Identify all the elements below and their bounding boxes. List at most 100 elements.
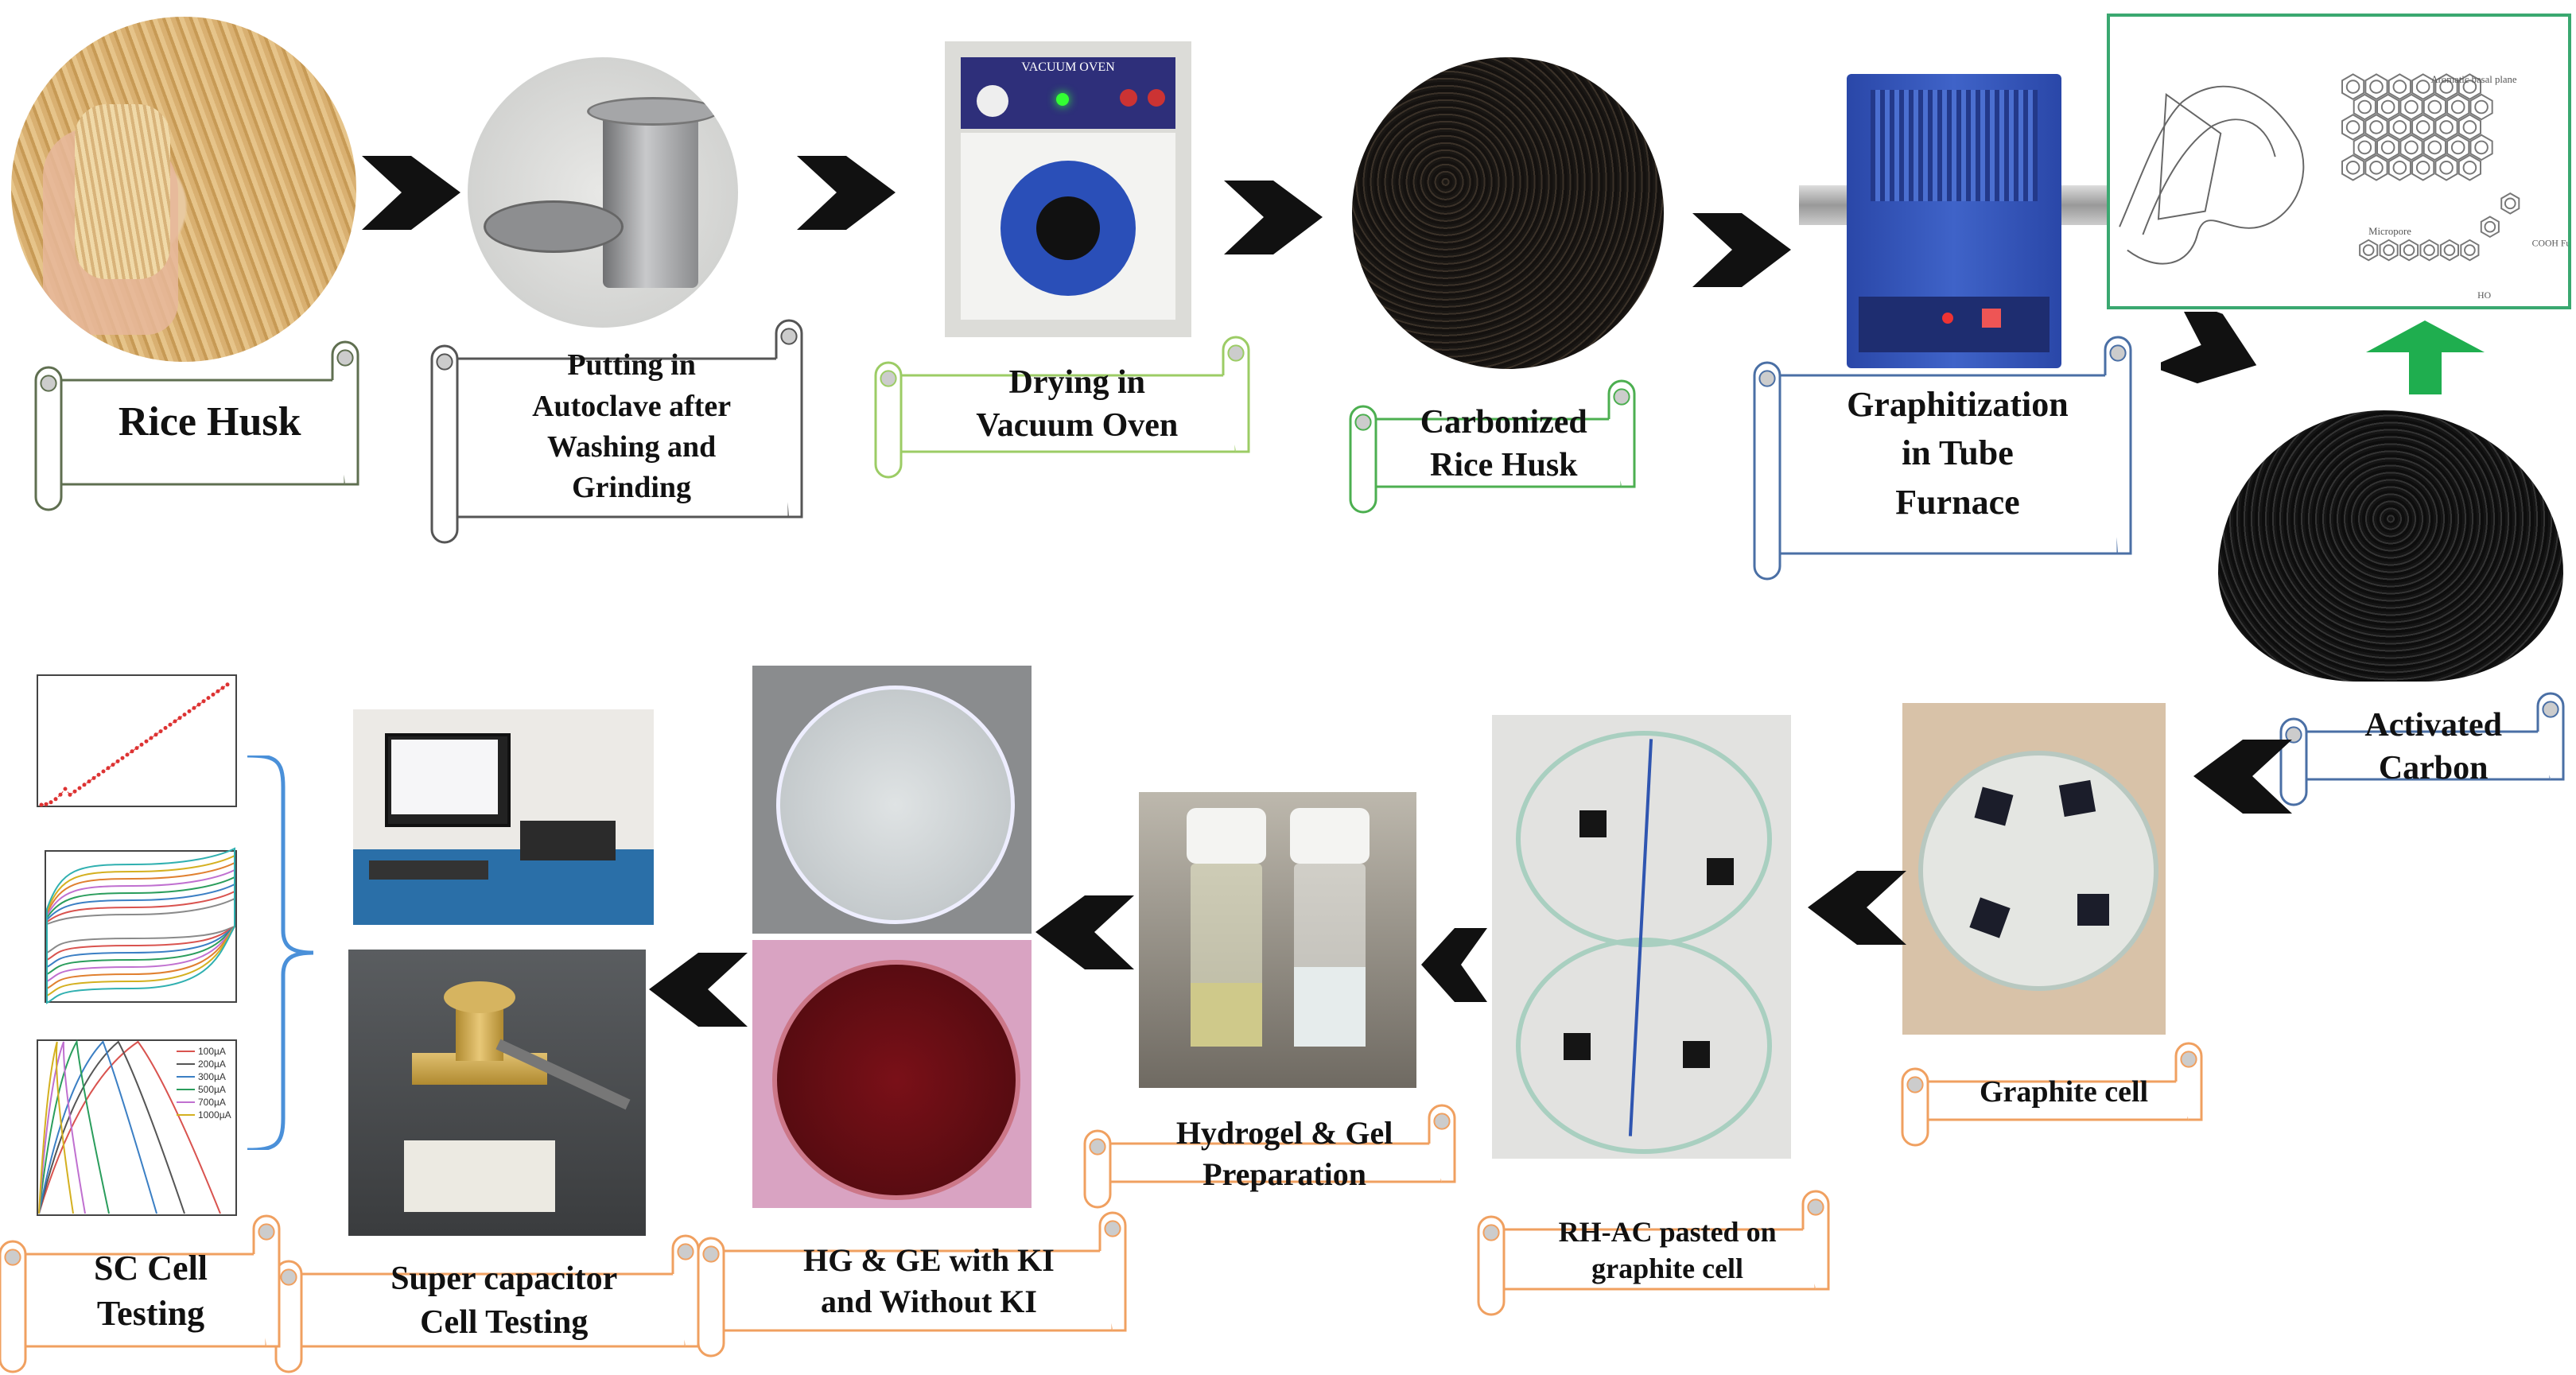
label-autoclave: Putting in Autoclave after Washing and G… bbox=[430, 319, 803, 544]
supercapacitor-cell-photo bbox=[348, 950, 646, 1236]
flow-arrow-right bbox=[1224, 181, 1323, 254]
hexagon-ring bbox=[2341, 154, 2365, 181]
scroll-shape bbox=[0, 1214, 281, 1373]
label-hydrogel: Hydrogel & Gel Preparation bbox=[1083, 1104, 1456, 1209]
gcd-curve bbox=[38, 1041, 86, 1214]
scroll-shape bbox=[1349, 379, 1636, 514]
label-rice-husk: Rice Husk bbox=[34, 340, 359, 511]
hexagon-ring bbox=[2457, 73, 2481, 100]
hexagon-ring bbox=[2411, 114, 2435, 141]
gcd-legend-label: 700µA bbox=[198, 1097, 226, 1108]
label-drying: Drying in Vacuum Oven bbox=[874, 336, 1250, 479]
scroll-shape bbox=[34, 340, 359, 511]
hexagon-ring bbox=[2388, 114, 2411, 141]
cv-plot bbox=[14, 843, 243, 1026]
hexagon-ring bbox=[2341, 73, 2365, 100]
hexagon-ring bbox=[2364, 154, 2388, 181]
label-carbonized: Carbonized Rice Husk bbox=[1349, 379, 1636, 514]
gcd-curve bbox=[38, 1041, 74, 1214]
gel-petri-dish-photo bbox=[752, 666, 1032, 934]
gcd-legend-label: 200µA bbox=[198, 1058, 226, 1070]
hexagon-ring bbox=[2457, 154, 2481, 181]
hexagon-ring bbox=[2434, 73, 2458, 100]
flow-arrow-down-right bbox=[2151, 297, 2259, 386]
scroll-shape bbox=[430, 319, 803, 544]
label-graphite-cell: Graphite cell bbox=[1901, 1042, 2203, 1147]
hexagon-ring bbox=[2446, 93, 2470, 121]
carbonized-rice-husk-photo bbox=[1352, 57, 1664, 369]
graphite-cell-photo bbox=[1902, 703, 2166, 1035]
tube-furnace-photo bbox=[1799, 66, 2112, 378]
scroll-shape bbox=[874, 336, 1250, 479]
scroll-shape bbox=[1901, 1042, 2203, 1147]
hexagon-ring bbox=[2353, 134, 2376, 161]
hydrogel-vials-photo bbox=[1139, 792, 1416, 1088]
gcd-legend-label: 1000µA bbox=[198, 1109, 231, 1121]
gcd-legend-label: 300µA bbox=[198, 1071, 226, 1082]
hexagon-ring bbox=[2359, 239, 2379, 262]
scroll-shape bbox=[697, 1211, 1127, 1358]
hexagon-ring bbox=[2376, 93, 2400, 121]
hg-red-petri-dish-photo bbox=[752, 940, 1032, 1208]
hexagon-ring bbox=[2419, 239, 2439, 262]
scroll-shape bbox=[1083, 1104, 1456, 1209]
vacuum-oven-photo: VACUUM OVEN bbox=[945, 41, 1191, 337]
scroll-shape bbox=[1753, 336, 2132, 581]
hexagon-ring bbox=[2399, 93, 2423, 121]
label-basal-plane: Aromatic basal plane bbox=[2430, 74, 2516, 85]
label-activated-carbon: Activated Carbon bbox=[2279, 692, 2565, 806]
nyquist-point bbox=[225, 682, 230, 687]
workstation-photo bbox=[353, 709, 654, 925]
hexagon-ring bbox=[2379, 239, 2399, 262]
nyquist-line bbox=[41, 684, 228, 806]
hexagon-ring bbox=[2500, 192, 2520, 215]
flow-arrow-right bbox=[1692, 213, 1791, 287]
label-hg-ge: HG & GE with KI and Without KI bbox=[697, 1211, 1127, 1358]
hexagon-ring bbox=[2423, 93, 2446, 121]
flow-arrow-left bbox=[1035, 895, 1134, 969]
hexagon-ring bbox=[2457, 114, 2481, 141]
flow-arrow-left bbox=[1808, 871, 1906, 945]
flow-arrow-left bbox=[2193, 740, 2292, 814]
hexagon-ring bbox=[2460, 239, 2480, 262]
label-micropore: Micropore bbox=[2368, 226, 2411, 237]
green-up-arrow bbox=[2366, 320, 2485, 394]
hexagon-ring bbox=[2434, 114, 2458, 141]
scroll-shape bbox=[1477, 1190, 1830, 1316]
hexagon-ring bbox=[2411, 154, 2435, 181]
hexagon-ring bbox=[2480, 216, 2500, 239]
structure-drawing: Aromatic basal plane Micropore COOH Func… bbox=[2119, 73, 2576, 301]
flow-arrow-right bbox=[797, 156, 896, 230]
scroll-shape bbox=[274, 1234, 700, 1373]
gcd-legend-label: 100µA bbox=[198, 1046, 226, 1057]
nyquist-plot bbox=[14, 666, 243, 833]
label-sc-cell-testing: SC Cell Testing bbox=[0, 1214, 281, 1373]
hexagon-ring bbox=[2434, 154, 2458, 181]
flow-arrow-right bbox=[362, 156, 460, 230]
activated-carbon-photo bbox=[2218, 410, 2563, 682]
gcd-curve bbox=[38, 1040, 185, 1214]
curly-brace bbox=[243, 753, 316, 1152]
hexagon-ring bbox=[2446, 134, 2470, 161]
gcd-curve bbox=[38, 1040, 157, 1214]
hexagon-ring bbox=[2423, 134, 2446, 161]
hexagon-ring bbox=[2376, 134, 2400, 161]
hexagon-ring bbox=[2388, 73, 2411, 100]
hexagon-ring bbox=[2353, 93, 2376, 121]
oven-panel-label: VACUUM OVEN bbox=[1021, 60, 1115, 74]
label-graphitization: Graphitization in Tube Furnace bbox=[1753, 336, 2132, 581]
label-rhac-pasted: RH-AC pasted on graphite cell bbox=[1477, 1190, 1830, 1316]
label-cooh: COOH Functional groups bbox=[2532, 239, 2568, 249]
rice-husk-photo bbox=[11, 17, 356, 362]
gcd-curve bbox=[38, 1039, 110, 1214]
hexagon-ring bbox=[2439, 239, 2459, 262]
rhac-graphite-cell-photo bbox=[1492, 715, 1791, 1159]
hexagon-ring bbox=[2388, 154, 2411, 181]
label-supercapacitor-testing: Super capacitor Cell Testing bbox=[274, 1234, 700, 1373]
hexagon-ring bbox=[2469, 93, 2493, 121]
gcd-curve bbox=[38, 1040, 221, 1214]
scroll-shape bbox=[2279, 692, 2565, 806]
autoclave-photo bbox=[468, 57, 738, 328]
hexagon-ring bbox=[2364, 73, 2388, 100]
